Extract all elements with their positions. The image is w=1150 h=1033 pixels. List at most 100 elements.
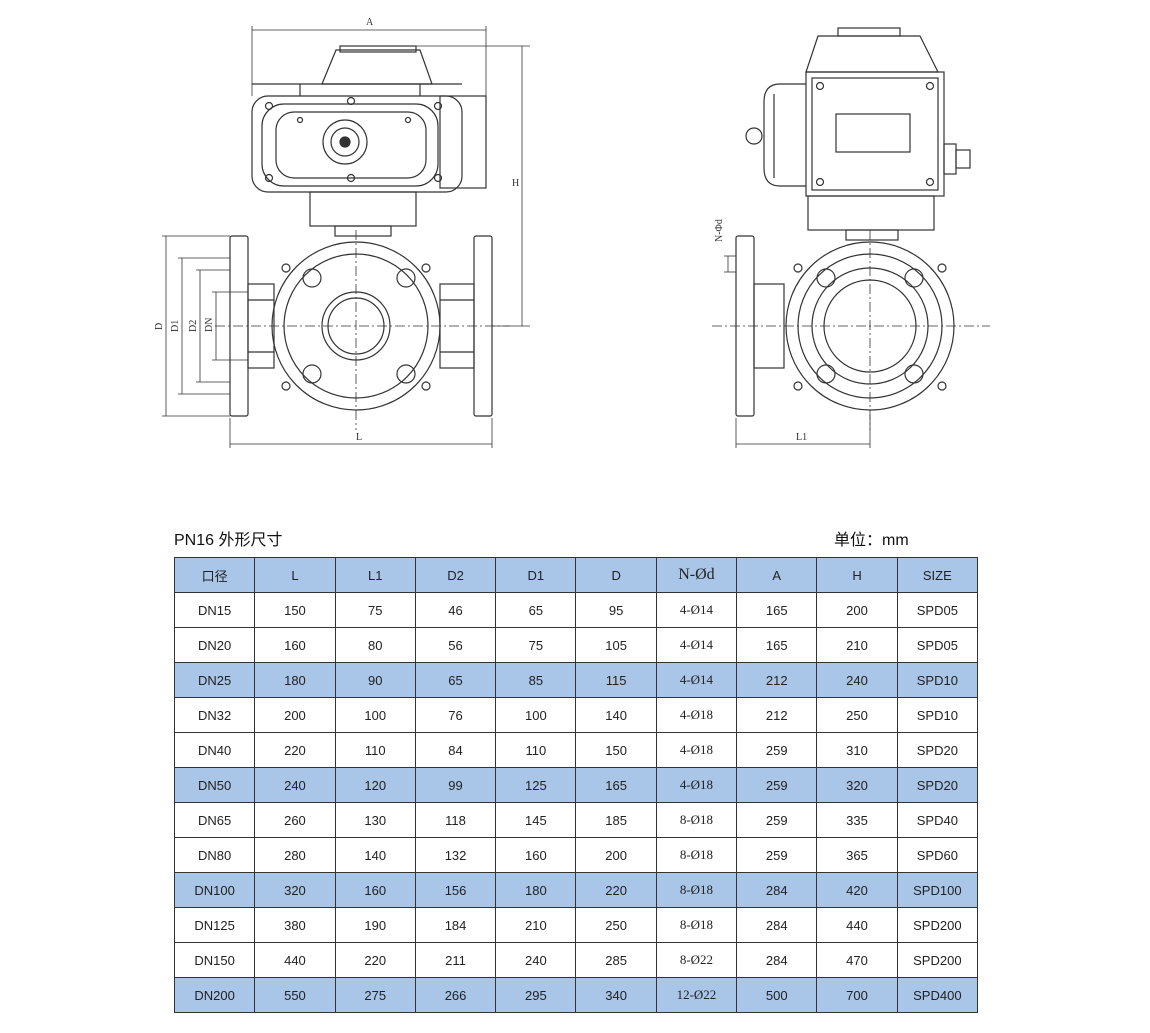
column-header: SIZE: [896, 557, 979, 593]
table-cell: 284: [736, 907, 818, 943]
table-cell: 700: [816, 977, 898, 1013]
table-cell: 80: [334, 627, 416, 663]
table-cell: 440: [254, 942, 336, 978]
table-cell: 4-Ø18: [655, 767, 738, 803]
dim-label-H: H: [512, 178, 519, 189]
table-cell: 115: [575, 662, 657, 698]
table-cell: 4-Ø14: [655, 627, 738, 663]
table-cell: DN200: [173, 977, 256, 1013]
table-cell: 140: [575, 697, 657, 733]
table-title: PN16 外形尺寸: [174, 532, 283, 549]
table-cell: 140: [334, 837, 416, 873]
table-cell: DN80: [173, 837, 256, 873]
table-cell: 130: [334, 802, 416, 838]
table-cell: 440: [816, 907, 898, 943]
table-cell: SPD200: [896, 907, 979, 943]
dim-label-Nd: N-Φd: [714, 219, 725, 242]
table-cell: SPD100: [896, 872, 979, 908]
table-cell: SPD05: [896, 592, 979, 628]
table-cell: SPD60: [896, 837, 979, 873]
column-header: L1: [334, 557, 416, 593]
front-dimensions: [162, 26, 530, 448]
table-cell: 110: [334, 732, 416, 768]
table-cell: DN125: [173, 907, 256, 943]
column-header: A: [736, 557, 818, 593]
table-cell: 8-Ø18: [655, 802, 738, 838]
table-cell: 550: [254, 977, 336, 1013]
table-cell: 56: [414, 627, 497, 663]
table-cell: 84: [414, 732, 497, 768]
table-cell: 212: [736, 662, 818, 698]
table-cell: SPD10: [896, 697, 979, 733]
dim-label-D1: D1: [170, 320, 181, 332]
table-cell: 4-Ø14: [655, 662, 738, 698]
table-cell: 65: [414, 662, 497, 698]
table-cell: 150: [254, 592, 336, 628]
table-cell: 110: [495, 732, 577, 768]
table-cell: 380: [254, 907, 336, 943]
table-cell: 365: [816, 837, 898, 873]
table-cell: 165: [575, 767, 657, 803]
table-cell: 275: [334, 977, 416, 1013]
table-cell: DN100: [173, 872, 256, 908]
table-cell: 310: [816, 732, 898, 768]
column-header: H: [816, 557, 898, 593]
table-cell: 160: [495, 837, 577, 873]
table-cell: 8-Ø18: [655, 837, 738, 873]
table-cell: 132: [414, 837, 497, 873]
table-cell: 210: [495, 907, 577, 943]
table-cell: 260: [254, 802, 336, 838]
table-cell: 165: [736, 592, 818, 628]
table-cell: 259: [736, 837, 818, 873]
table-cell: 259: [736, 802, 818, 838]
table-cell: 156: [414, 872, 497, 908]
table-cell: 266: [414, 977, 497, 1013]
table-cell: 75: [334, 592, 416, 628]
table-cell: 240: [254, 767, 336, 803]
table-cell: DN65: [173, 802, 256, 838]
table-cell: DN15: [173, 592, 256, 628]
table-cell: 180: [254, 662, 336, 698]
table-cell: SPD20: [896, 732, 979, 768]
table-cell: 284: [736, 872, 818, 908]
table-cell: 285: [575, 942, 657, 978]
table-cell: 240: [816, 662, 898, 698]
table-cell: 184: [414, 907, 497, 943]
column-header: D1: [495, 557, 577, 593]
table-cell: 500: [736, 977, 818, 1013]
table-cell: 90: [334, 662, 416, 698]
table-cell: SPD05: [896, 627, 979, 663]
table-cell: DN32: [173, 697, 256, 733]
table-cell: 105: [575, 627, 657, 663]
table-cell: 100: [334, 697, 416, 733]
table-cell: 185: [575, 802, 657, 838]
table-cell: 250: [575, 907, 657, 943]
table-cell: 190: [334, 907, 416, 943]
table-cell: 65: [495, 592, 577, 628]
dim-label-A: A: [366, 17, 374, 28]
table-cell: 284: [736, 942, 818, 978]
table-cell: SPD200: [896, 942, 979, 978]
table-cell: 259: [736, 732, 818, 768]
table-cell: 220: [575, 872, 657, 908]
table-cell: 95: [575, 592, 657, 628]
table-cell: 150: [575, 732, 657, 768]
table-cell: 470: [816, 942, 898, 978]
table-cell: 4-Ø14: [655, 592, 738, 628]
table-cell: DN50: [173, 767, 256, 803]
table-cell: 240: [495, 942, 577, 978]
table-cell: 118: [414, 802, 497, 838]
table-cell: 75: [495, 627, 577, 663]
table-cell: SPD40: [896, 802, 979, 838]
column-header: 口径: [173, 557, 256, 593]
